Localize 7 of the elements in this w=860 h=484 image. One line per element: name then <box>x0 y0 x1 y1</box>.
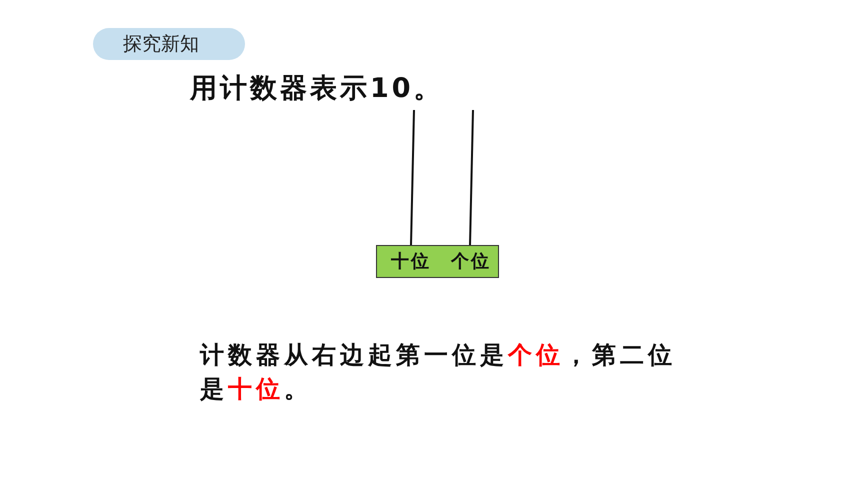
place-label: 十位 <box>391 251 431 273</box>
section-tab <box>93 28 245 60</box>
explanation-text: 计数器从右边起第一位是个位，第二位是十位。 <box>200 340 677 405</box>
section-label: 探究新知 <box>123 32 199 56</box>
title: 用计数器表示10。 <box>190 72 444 106</box>
abacus-base <box>376 245 499 278</box>
place-label: 个位 <box>451 251 491 273</box>
